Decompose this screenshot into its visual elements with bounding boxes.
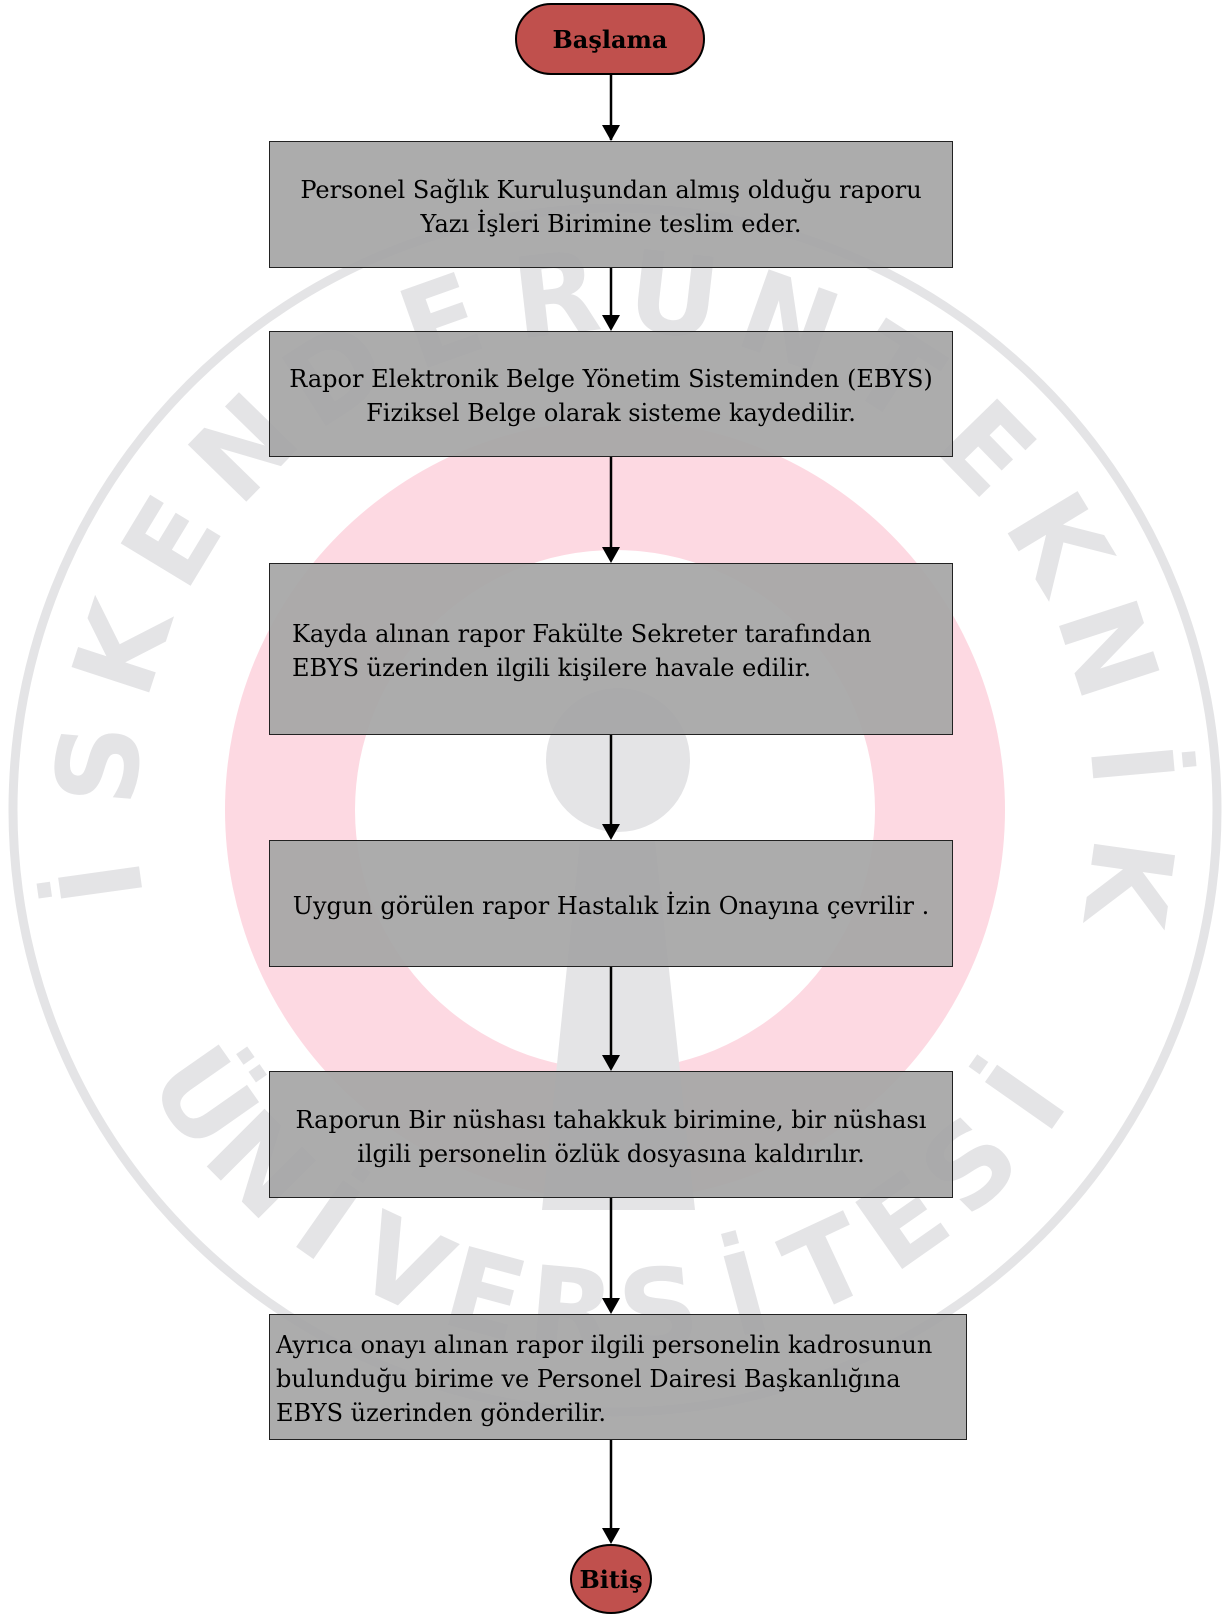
step-3-text: Kayda alınan rapor Fakülte Sekreter tara… [292,620,872,682]
step-2-text: Rapor Elektronik Belge Yönetim Sistemind… [289,365,933,427]
process-step-5: Raporun Bir nüshası tahakkuk birimine, b… [269,1071,953,1198]
process-step-3: Kayda alınan rapor Fakülte Sekreter tara… [269,563,953,735]
end-label: Bitiş [579,1564,643,1594]
step-5-text: Raporun Bir nüshası tahakkuk birimine, b… [295,1105,927,1168]
step-4-text: Uygun görülen rapor Hastalık İzin Onayın… [292,891,930,920]
process-step-2: Rapor Elektronik Belge Yönetim Sistemind… [269,331,953,457]
seal-letter: S [31,718,168,810]
start-terminal: Başlama [515,3,705,75]
process-step-1: Personel Sağlık Kuruluşundan almış olduğ… [269,141,953,268]
step-1-text: Personel Sağlık Kuruluşundan almış olduğ… [300,175,922,238]
process-step-4: Uygun görülen rapor Hastalık İzin Onayın… [269,840,953,967]
process-step-6: Ayrıca onayı alınan rapor ilgili persone… [269,1314,967,1440]
start-label: Başlama [552,24,668,54]
step-6-text: Ayrıca onayı alınan rapor ilgili persone… [276,1331,933,1427]
end-terminal: Bitiş [570,1544,652,1614]
